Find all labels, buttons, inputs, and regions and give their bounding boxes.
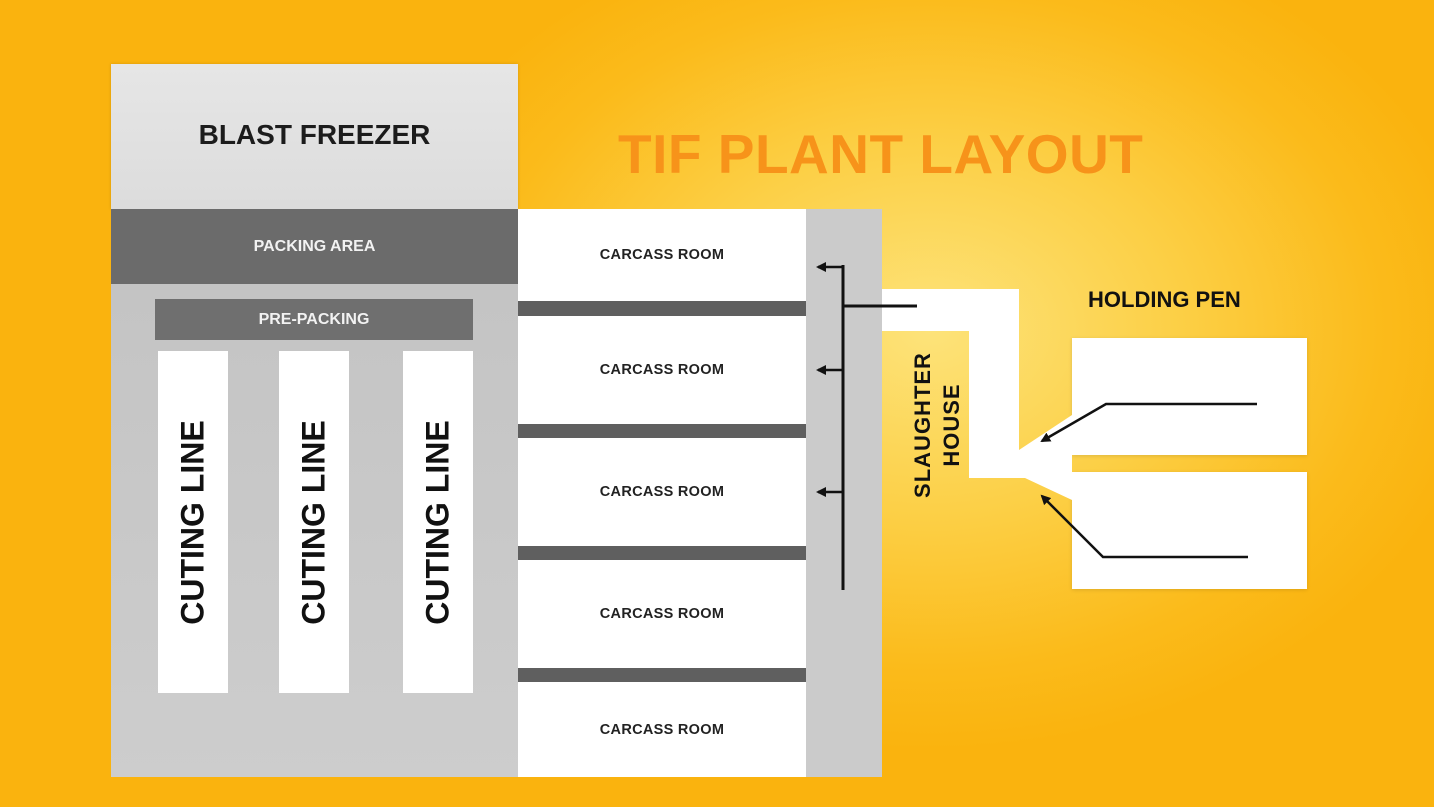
carcass-room-3: CARCASS ROOM (518, 438, 806, 546)
pre-packing-area: PRE-PACKING (155, 299, 473, 340)
arrow-from-lower-pen (1040, 494, 1248, 559)
carcass-room-label: CARCASS ROOM (599, 606, 725, 622)
carcass-room-2: CARCASS ROOM (518, 316, 806, 424)
holding-pen-lower (1072, 472, 1307, 589)
cutting-line-3: CUTING LINE (403, 351, 473, 693)
watermark: TRIDGE (626, 386, 769, 427)
carcass-room-label: CARCASS ROOM (599, 362, 725, 378)
carcass-room-5: CARCASS ROOM (518, 682, 806, 777)
slaughter-house-path (882, 289, 1072, 500)
holding-pen-label: HOLDING PEN (1088, 287, 1241, 312)
cutting-line-2: CUTING LINE (279, 351, 349, 693)
packing-area-label: PACKING AREA (253, 237, 376, 255)
pre-packing-label: PRE-PACKING (258, 310, 370, 328)
slaughter-house-label: SLAUGHTER HOUSE (902, 345, 972, 505)
blast-freezer-label: BLAST FREEZER (198, 118, 431, 150)
slaughter-label-line2: HOUSE (939, 383, 964, 467)
arrow-from-upper-pen (1040, 402, 1257, 443)
carcass-room-4: CARCASS ROOM (518, 560, 806, 668)
holding-pen-upper (1072, 338, 1307, 455)
carcass-room-label: CARCASS ROOM (599, 247, 725, 263)
cutting-line-1: CUTING LINE (158, 351, 228, 693)
diagram-title: TIF PLANT LAYOUT (618, 123, 1144, 185)
carcass-room-label: CARCASS ROOM (599, 484, 725, 500)
packing-area: PACKING AREA (111, 209, 518, 284)
carcass-room-1: CARCASS ROOM (518, 209, 806, 301)
blast-freezer-area: BLAST FREEZER (111, 64, 518, 209)
slaughter-label-line1: SLAUGHTER (910, 352, 935, 498)
carcass-room-label: CARCASS ROOM (599, 721, 725, 738)
